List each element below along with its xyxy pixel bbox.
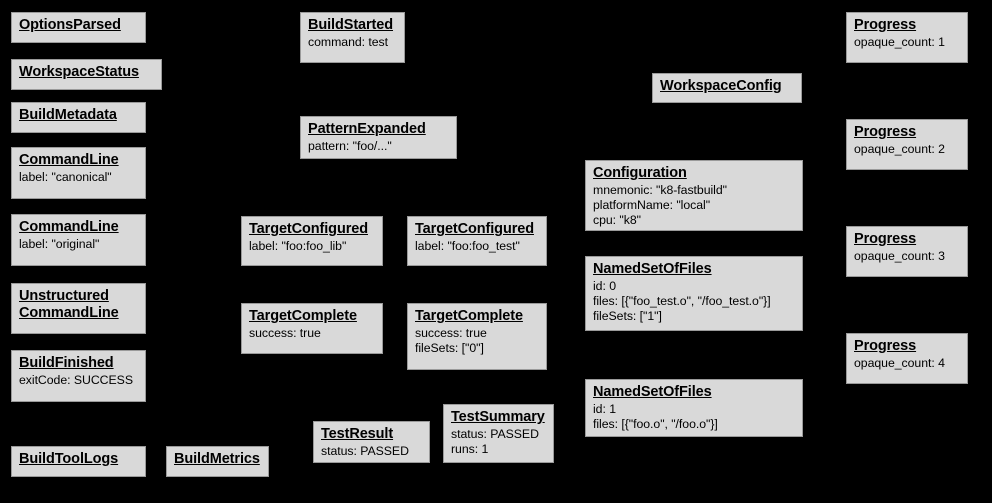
event-node-pattern-expanded[interactable]: PatternExpanded pattern: "foo/..."	[300, 116, 457, 159]
event-node-title: Progress	[854, 338, 917, 354]
event-node-field: command: test	[308, 35, 388, 49]
event-node-fields: success: true	[249, 326, 376, 341]
event-node-field: opaque_count: 3	[854, 249, 945, 263]
event-node-command-line-canonical[interactable]: CommandLine label: "canonical"	[11, 147, 146, 199]
event-node-title: Unstructured CommandLine	[19, 288, 119, 321]
event-node-title: Configuration	[593, 165, 687, 181]
event-node-title: TargetConfigured	[249, 221, 368, 237]
event-node-field: fileSets: ["1"]	[593, 309, 662, 323]
event-node-field: opaque_count: 2	[854, 142, 945, 156]
event-node-fields: status: PASSED	[321, 444, 423, 459]
event-node-configuration[interactable]: Configuration mnemonic: "k8-fastbuild"pla…	[585, 160, 803, 231]
event-node-title: TargetComplete	[415, 308, 523, 324]
event-node-fields: mnemonic: "k8-fastbuild"platformName: "l…	[593, 183, 796, 228]
event-node-target-complete-lib[interactable]: TargetComplete success: true	[241, 303, 383, 354]
event-node-fields: label: "foo:foo_lib"	[249, 239, 376, 254]
event-node-fields: command: test	[308, 35, 398, 50]
event-node-field: label: "foo:foo_lib"	[249, 239, 347, 253]
event-node-build-tool-logs[interactable]: BuildToolLogs	[11, 446, 146, 477]
event-node-title: WorkspaceStatus	[19, 64, 139, 80]
event-node-fields: opaque_count: 4	[854, 356, 961, 371]
event-node-title: PatternExpanded	[308, 121, 426, 137]
event-node-field: label: "foo:foo_test"	[415, 239, 520, 253]
event-node-field: label: "original"	[19, 237, 100, 251]
event-node-test-result[interactable]: TestResult status: PASSED	[313, 421, 430, 463]
event-node-field: id: 0	[593, 279, 616, 293]
event-node-title: Progress	[854, 124, 917, 140]
event-node-title: BuildMetrics	[174, 451, 260, 467]
event-node-title: TargetComplete	[249, 308, 357, 324]
event-node-title: NamedSetOfFiles	[593, 261, 712, 277]
event-node-field: success: true	[249, 326, 321, 340]
event-node-title: TestResult	[321, 426, 394, 442]
event-node-command-line-original[interactable]: CommandLine label: "original"	[11, 214, 146, 266]
event-node-field: status: PASSED	[451, 427, 539, 441]
event-node-title: BuildMetadata	[19, 107, 117, 123]
event-node-fields: opaque_count: 3	[854, 249, 961, 264]
event-node-progress-1[interactable]: Progress opaque_count: 1	[846, 12, 968, 63]
event-node-field: runs: 1	[451, 442, 489, 456]
event-node-unstructured-command-line[interactable]: Unstructured CommandLine	[11, 283, 146, 334]
event-node-target-configured-foo-test[interactable]: TargetConfigured label: "foo:foo_test"	[407, 216, 547, 266]
event-node-workspace-config[interactable]: WorkspaceConfig	[652, 73, 802, 103]
event-node-field: files: [{"foo.o", "/foo.o"}]	[593, 417, 718, 431]
event-node-workspace-status[interactable]: WorkspaceStatus	[11, 59, 162, 90]
event-node-fields: label: "canonical"	[19, 170, 139, 185]
event-node-progress-4[interactable]: Progress opaque_count: 4	[846, 333, 968, 384]
event-node-fields: opaque_count: 1	[854, 35, 961, 50]
event-node-title: Progress	[854, 231, 917, 247]
event-node-field: success: true	[415, 326, 487, 340]
event-node-build-finished[interactable]: BuildFinished exitCode: SUCCESS	[11, 350, 146, 402]
event-node-field: label: "canonical"	[19, 170, 112, 184]
event-node-title: CommandLine	[19, 219, 119, 235]
event-node-fields: exitCode: SUCCESS	[19, 373, 139, 388]
event-node-build-metrics[interactable]: BuildMetrics	[166, 446, 269, 477]
event-node-title: NamedSetOfFiles	[593, 384, 712, 400]
event-node-options-parsed[interactable]: OptionsParsed	[11, 12, 146, 43]
event-node-field: mnemonic: "k8-fastbuild"	[593, 183, 727, 197]
event-node-title: TargetConfigured	[415, 221, 534, 237]
event-node-title: TestSummary	[451, 409, 545, 425]
event-node-fields: opaque_count: 2	[854, 142, 961, 157]
event-node-target-configured-foo-lib[interactable]: TargetConfigured label: "foo:foo_lib"	[241, 216, 383, 266]
event-node-field: status: PASSED	[321, 444, 409, 458]
event-node-field: cpu: "k8"	[593, 213, 641, 227]
event-node-title: BuildFinished	[19, 355, 114, 371]
event-node-progress-2[interactable]: Progress opaque_count: 2	[846, 119, 968, 170]
event-node-field: pattern: "foo/..."	[308, 139, 392, 153]
event-node-fields: pattern: "foo/..."	[308, 139, 450, 154]
event-node-title: WorkspaceConfig	[660, 78, 782, 94]
event-node-build-metadata[interactable]: BuildMetadata	[11, 102, 146, 133]
event-node-title: CommandLine	[19, 152, 119, 168]
event-node-fields: label: "foo:foo_test"	[415, 239, 540, 254]
event-node-field: files: [{"foo_test.o", "/foo_test.o"}]	[593, 294, 771, 308]
event-node-field: opaque_count: 4	[854, 356, 945, 370]
event-node-progress-3[interactable]: Progress opaque_count: 3	[846, 226, 968, 277]
event-node-fields: label: "original"	[19, 237, 139, 252]
event-node-field: opaque_count: 1	[854, 35, 945, 49]
event-node-field: platformName: "local"	[593, 198, 711, 212]
event-node-title: BuildStarted	[308, 17, 394, 33]
event-node-title: BuildToolLogs	[19, 451, 119, 467]
event-node-title: Progress	[854, 17, 917, 33]
event-node-title: OptionsParsed	[19, 17, 121, 33]
event-node-field: exitCode: SUCCESS	[19, 373, 133, 387]
event-node-field: fileSets: ["0"]	[415, 341, 484, 355]
event-node-field: id: 1	[593, 402, 616, 416]
event-node-build-started[interactable]: BuildStarted command: test	[300, 12, 405, 63]
